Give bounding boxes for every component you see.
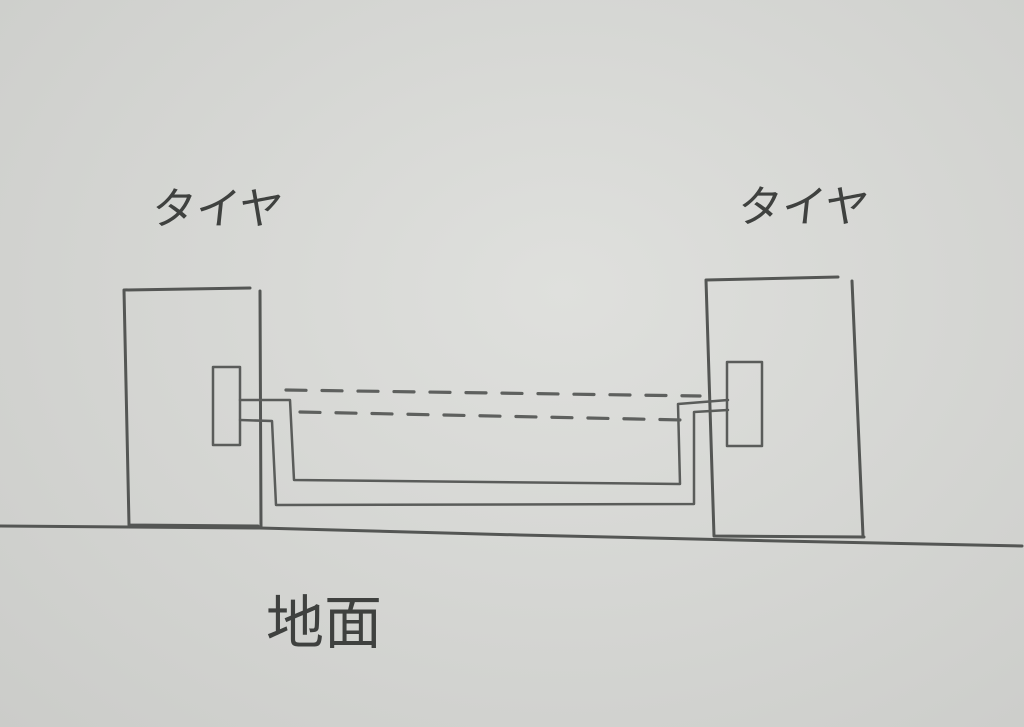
outer-cable (238, 408, 730, 507)
right-hub (725, 360, 764, 448)
tire-right-label: タイヤ (735, 182, 872, 233)
hidden-line-upper (284, 388, 702, 398)
left-tire (122, 286, 263, 530)
inner-cable (238, 398, 730, 486)
ground-line (0, 524, 1024, 548)
left-hub (211, 365, 242, 447)
tire-left-label: タイヤ (149, 184, 286, 235)
hidden-line-lower (298, 410, 686, 422)
ground-label: 地面 (266, 589, 383, 657)
right-tire (704, 275, 866, 539)
